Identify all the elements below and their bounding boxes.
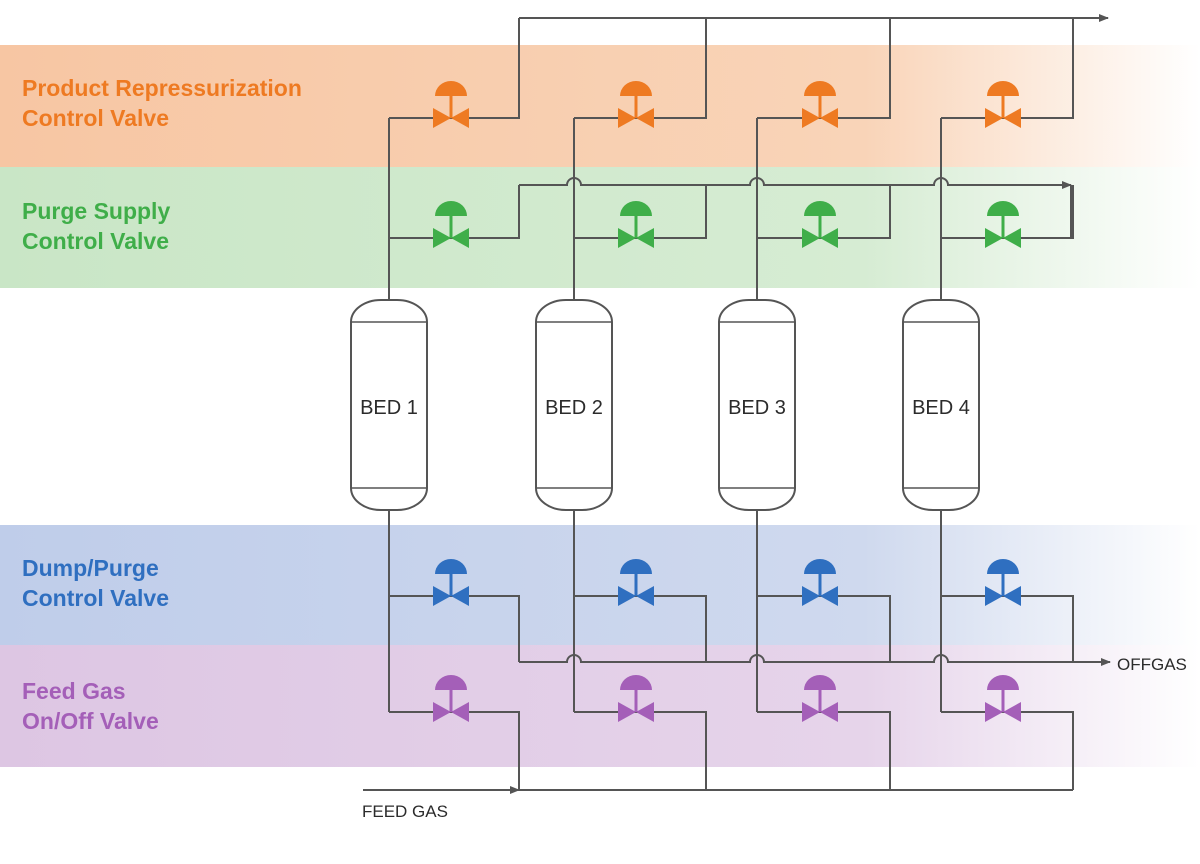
bed-1-dump-branch <box>389 595 520 662</box>
feed-valve-3-left-cone <box>802 702 820 722</box>
band-dump-purge <box>0 525 1200 645</box>
product-valve-1-right-cone <box>451 108 469 128</box>
feed-valve-3-actuator <box>804 675 836 690</box>
product-valve-4 <box>985 81 1021 128</box>
bed-1-label: BED 1 <box>360 397 418 419</box>
bed-2-label: BED 2 <box>545 397 603 419</box>
dump-valve-3-left-cone <box>802 586 820 606</box>
dump-valve-4-actuator <box>987 559 1019 574</box>
purge-valve-1 <box>433 201 469 248</box>
dump-valve-1-left-cone <box>433 586 451 606</box>
bed-2: BED 2 <box>535 299 613 511</box>
product-valve-3 <box>802 81 838 128</box>
feed-valve-4-left-cone <box>985 702 1003 722</box>
bed-1-vessel <box>350 299 428 511</box>
dump-purge-label: Dump/Purge Control Valve <box>22 555 169 611</box>
product-valve-4-right-cone <box>1003 108 1021 128</box>
purge-valve-4-actuator <box>987 201 1019 216</box>
product-valve-4-actuator <box>987 81 1019 96</box>
bed-1-product-branch <box>389 18 520 119</box>
band-feed-gas <box>0 645 1200 767</box>
feed-valve-3-right-cone <box>820 702 838 722</box>
feed-valve-2 <box>618 675 654 722</box>
bed-4-label: BED 4 <box>912 397 970 419</box>
dump-valve-2 <box>618 559 654 606</box>
feed-valve-1-actuator <box>435 675 467 690</box>
purge-valve-4 <box>985 201 1021 248</box>
bed-3-product-branch <box>757 18 891 119</box>
feed-valve-1-left-cone <box>433 702 451 722</box>
product-valve-4-left-cone <box>985 108 1003 128</box>
dump-valve-3-right-cone <box>820 586 838 606</box>
purge-valve-2-actuator <box>620 201 652 216</box>
dump-valve-2-actuator <box>620 559 652 574</box>
dump-valve-1-actuator <box>435 559 467 574</box>
feed-valve-1 <box>433 675 469 722</box>
dump-valve-4-right-cone <box>1003 586 1021 606</box>
band-purge-supply <box>0 167 1200 288</box>
purge-valve-2 <box>618 201 654 248</box>
product-valve-3-left-cone <box>802 108 820 128</box>
feed-valve-4-right-cone <box>1003 702 1021 722</box>
feed-valve-4 <box>985 675 1021 722</box>
purge-valve-3 <box>802 201 838 248</box>
bed-3-feed-branch <box>757 711 891 790</box>
bed-1-purge-branch <box>389 185 520 239</box>
bed-4: BED 4 <box>902 299 980 511</box>
dump-valve-2-left-cone <box>618 586 636 606</box>
bed-3-dump-branch <box>757 595 891 662</box>
product-valve-1-left-cone <box>433 108 451 128</box>
bed-3-label: BED 3 <box>728 397 786 419</box>
bed-3: BED 3 <box>718 299 796 511</box>
purge-valve-3-right-cone <box>820 228 838 248</box>
product-valve-1-actuator <box>435 81 467 96</box>
dump-valve-3 <box>802 559 838 606</box>
product-valve-3-actuator <box>804 81 836 96</box>
product-repressurization-label: Product Repressurization Control Valve <box>22 75 302 131</box>
feed-gas-valve-label: Feed Gas On/Off Valve <box>22 678 159 734</box>
product-valve-1 <box>433 81 469 128</box>
feed-valve-4-actuator <box>987 675 1019 690</box>
dump-valve-2-right-cone <box>636 586 654 606</box>
product-valve-2-right-cone <box>636 108 654 128</box>
dump-valve-1 <box>433 559 469 606</box>
product-valve-2-actuator <box>620 81 652 96</box>
feed-valve-3 <box>802 675 838 722</box>
dump-valve-1-right-cone <box>451 586 469 606</box>
purge-valve-1-left-cone <box>433 228 451 248</box>
purge-valve-1-actuator <box>435 201 467 216</box>
product-valve-3-right-cone <box>820 108 838 128</box>
bed-1-feed-branch <box>389 711 520 790</box>
purge-valve-2-right-cone <box>636 228 654 248</box>
piping <box>363 14 1111 794</box>
feed-gas-label: FEED GAS <box>362 802 448 821</box>
purge-valve-1-right-cone <box>451 228 469 248</box>
dump-valve-4 <box>985 559 1021 606</box>
bed-2-vessel <box>535 299 613 511</box>
dump-valve-3-actuator <box>804 559 836 574</box>
purge-valve-3-actuator <box>804 201 836 216</box>
valves <box>433 81 1021 722</box>
product-valve-2 <box>618 81 654 128</box>
bed-3-vessel <box>718 299 796 511</box>
purge-supply-label: Purge Supply Control Valve <box>22 198 171 254</box>
bed-4-vessel <box>902 299 980 511</box>
feed-valve-2-right-cone <box>636 702 654 722</box>
offgas-label: OFFGAS <box>1117 655 1187 674</box>
purge-valve-3-left-cone <box>802 228 820 248</box>
purge-valve-4-right-cone <box>1003 228 1021 248</box>
bed-3-purge-branch <box>757 185 891 239</box>
purge-valve-2-left-cone <box>618 228 636 248</box>
feed-valve-1-right-cone <box>451 702 469 722</box>
feed-valve-2-actuator <box>620 675 652 690</box>
dump-valve-4-left-cone <box>985 586 1003 606</box>
bed-1: BED 1 <box>350 299 428 511</box>
purge-valve-4-left-cone <box>985 228 1003 248</box>
band-product-repressurization <box>0 45 1200 167</box>
beds: BED 1 BED 2 BED 3 BED 4 <box>350 299 980 511</box>
feed-valve-2-left-cone <box>618 702 636 722</box>
product-valve-2-left-cone <box>618 108 636 128</box>
